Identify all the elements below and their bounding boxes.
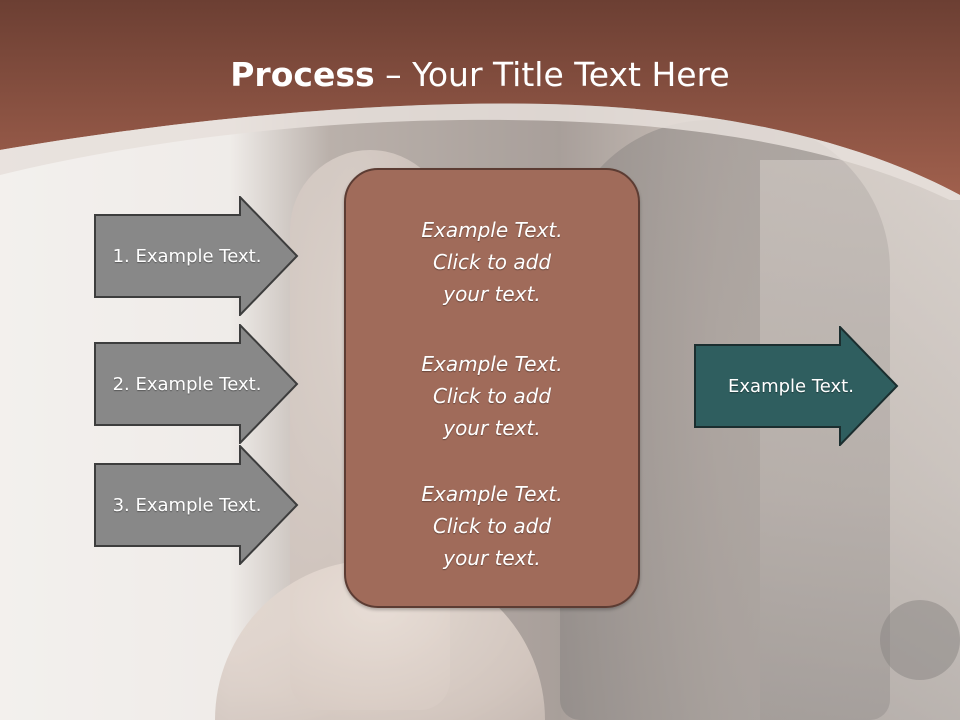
center-text-block-1[interactable]: Example Text. Click to add your text. — [346, 214, 638, 310]
result-arrow[interactable]: Example Text. — [694, 326, 900, 446]
arrow-right-icon — [94, 324, 299, 444]
step-arrow-1[interactable]: 1. Example Text. — [94, 196, 300, 316]
title-bold: Process — [230, 55, 375, 94]
step-arrow-2[interactable]: 2. Example Text. — [94, 324, 300, 444]
header-band — [0, 0, 960, 200]
arrow-right-icon — [94, 196, 299, 316]
center-line: your text. — [443, 546, 541, 570]
step-label-1: 1. Example Text. — [112, 245, 262, 267]
result-label: Example Text. — [728, 375, 854, 397]
title-rest: – Your Title Text Here — [374, 55, 730, 94]
center-line: Example Text. — [421, 218, 563, 242]
center-line: Click to add — [432, 250, 552, 274]
center-line: Example Text. — [421, 482, 563, 506]
center-line: Click to add — [432, 384, 552, 408]
arrow-right-icon — [694, 326, 899, 446]
center-line: your text. — [443, 416, 541, 440]
step-label-3: 3. Example Text. — [112, 494, 262, 516]
step-arrow-3[interactable]: 3. Example Text. — [94, 445, 300, 565]
center-text-block-3[interactable]: Example Text. Click to add your text. — [346, 478, 638, 574]
center-text-block-2[interactable]: Example Text. Click to add your text. — [346, 348, 638, 444]
center-line: your text. — [443, 282, 541, 306]
center-text-box[interactable]: Example Text. Click to add your text. Ex… — [344, 168, 640, 608]
step-label-2: 2. Example Text. — [112, 373, 262, 395]
center-line: Click to add — [432, 514, 552, 538]
arrow-right-icon — [94, 445, 299, 565]
page-title: Process – Your Title Text Here — [0, 55, 960, 94]
center-line: Example Text. — [421, 352, 563, 376]
